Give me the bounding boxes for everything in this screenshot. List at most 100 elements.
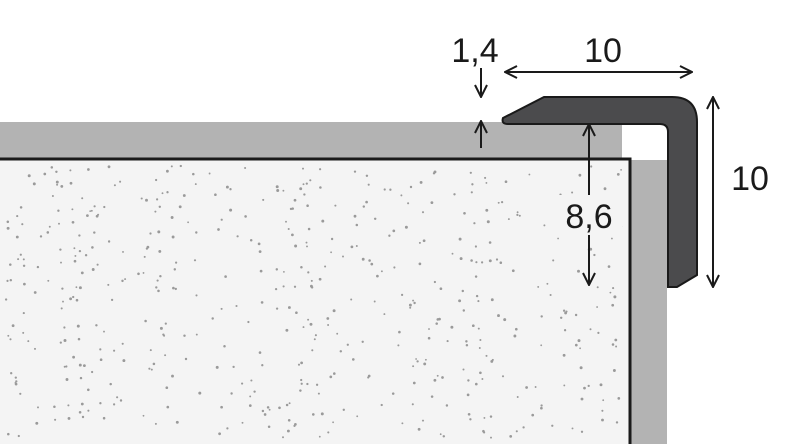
stipple-dot — [166, 405, 170, 409]
stipple-dot — [488, 259, 492, 263]
stipple-dot — [192, 172, 195, 176]
stipple-dot — [415, 358, 418, 360]
stipple-dot — [587, 384, 590, 388]
stipple-dot — [330, 251, 333, 254]
stipple-dot — [324, 265, 327, 268]
stipple-dot — [516, 213, 519, 217]
stipple-dot — [63, 365, 66, 368]
stipple-dot — [172, 286, 175, 290]
stipple-dot — [22, 264, 26, 268]
stipple-dot — [327, 431, 330, 434]
stipple-dot — [421, 419, 425, 422]
stipple-dot — [69, 181, 73, 185]
stipple-dot — [389, 188, 392, 191]
stipple-dot — [286, 429, 290, 433]
stipple-dot — [470, 191, 473, 194]
dim-height-label: 10 — [731, 160, 769, 198]
stipple-dot — [19, 392, 22, 395]
stipple-dot — [433, 280, 437, 284]
stipple-dot — [89, 210, 92, 213]
stipple-dot — [412, 381, 416, 385]
stipple-dot — [307, 318, 310, 321]
stipple-dot — [78, 234, 81, 237]
stipple-dot — [428, 328, 430, 330]
stipple-dot — [430, 201, 434, 205]
stipple-dot — [157, 230, 161, 234]
stipple-dot — [522, 426, 525, 429]
stipple-dot — [268, 408, 271, 411]
stipple-dot — [302, 183, 305, 186]
stipple-dot — [339, 350, 343, 353]
stipple-dot — [244, 215, 247, 218]
stipple-dot — [332, 309, 336, 313]
stipple-dot — [95, 324, 98, 327]
stipple-dot — [63, 326, 66, 329]
stipple-dot — [465, 340, 468, 343]
stipple-dot — [262, 198, 265, 201]
stipple-dot — [47, 279, 50, 282]
stipple-dot — [261, 409, 265, 413]
stipple-dot — [580, 430, 584, 433]
stipple-dot — [217, 228, 220, 231]
stipple-dot — [483, 431, 486, 434]
stipple-dot — [259, 269, 263, 273]
stipple-dot — [475, 294, 479, 298]
stipple-dot — [158, 205, 161, 208]
stipple-dot — [140, 197, 143, 200]
stipple-dot — [300, 361, 303, 365]
stipple-dot — [470, 259, 473, 262]
stipple-dot — [87, 168, 90, 171]
stipple-dot — [93, 231, 96, 234]
stipple-dot — [170, 165, 173, 168]
stipple-dot — [122, 359, 126, 363]
stipple-dot — [226, 427, 229, 430]
stipple-dot — [305, 182, 308, 185]
stipple-dot — [305, 241, 308, 244]
stipple-dot — [310, 286, 314, 289]
stipple-dot — [419, 180, 423, 184]
stipple-dot — [267, 425, 271, 429]
stipple-dot — [208, 172, 211, 175]
stipple-dot — [411, 403, 414, 406]
stipple-dot — [465, 344, 469, 347]
stipple-dot — [486, 220, 490, 224]
stipple-dot — [91, 268, 95, 271]
stipple-dot — [149, 232, 152, 235]
stipple-dot — [121, 342, 124, 345]
stipple-dot — [484, 176, 487, 179]
stipple-dot — [60, 261, 62, 264]
stipple-dot — [175, 261, 178, 264]
stipple-dot — [275, 268, 279, 271]
stipple-dot — [311, 413, 315, 416]
stipple-dot — [313, 338, 316, 341]
stipple-dot — [76, 324, 80, 328]
stipple-dot — [459, 257, 463, 261]
stipple-dot — [195, 231, 198, 234]
stipple-dot — [471, 324, 475, 328]
stipple-dot — [285, 328, 289, 332]
stipple-dot — [546, 282, 549, 285]
stipple-dot — [258, 351, 262, 354]
stipple-dot — [230, 392, 233, 395]
stipple-dot — [293, 424, 296, 427]
stipple-dot — [479, 338, 482, 342]
stipple-dot — [540, 315, 543, 318]
stipple-dot — [122, 250, 124, 253]
stipple-dot — [516, 396, 519, 398]
stipple-dot — [551, 424, 554, 427]
stipple-dot — [187, 221, 190, 224]
stipple-dot — [350, 245, 354, 249]
stipple-dot — [154, 422, 157, 425]
stipple-dot — [142, 414, 145, 417]
stipple-dot — [278, 406, 281, 410]
stipple-dot — [534, 386, 537, 388]
stipple-dot — [421, 211, 425, 214]
stipple-dot — [433, 378, 437, 382]
stipple-dot — [462, 368, 465, 371]
stipple-dot — [416, 360, 419, 363]
stipple-dot — [577, 269, 580, 273]
stipple-dot — [80, 271, 84, 275]
stipple-dot — [439, 287, 443, 291]
stipple-dot — [71, 220, 75, 224]
